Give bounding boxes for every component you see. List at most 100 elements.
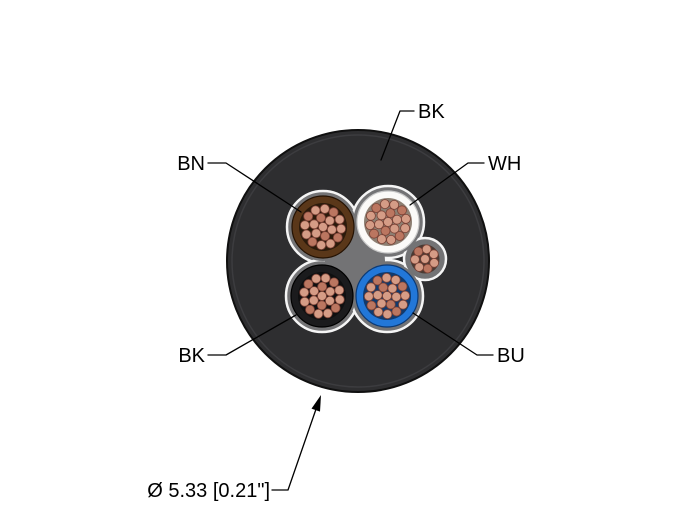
copper-strand <box>311 273 322 284</box>
copper-strand <box>376 210 387 221</box>
copper-strand <box>329 277 339 288</box>
copper-strand <box>307 236 318 247</box>
copper-strand <box>322 308 333 319</box>
leader-line-jacket <box>380 110 415 161</box>
label-black-bk: BK <box>178 345 205 367</box>
copper-strand <box>334 294 345 305</box>
label-jacket-bk: BK <box>418 101 445 123</box>
copper-strand <box>299 296 310 307</box>
leader-line-diameter <box>271 407 318 491</box>
copper-strand <box>387 283 398 294</box>
drain-wire <box>410 244 440 274</box>
copper-strand <box>414 262 425 272</box>
copper-strand <box>320 231 331 242</box>
copper-strand <box>363 291 374 302</box>
copper-strand <box>379 199 390 210</box>
copper-strand <box>372 275 383 286</box>
copper-strand <box>310 205 321 216</box>
copper-strand <box>389 199 400 210</box>
copper-strand <box>428 249 439 260</box>
copper-strand <box>308 295 319 306</box>
copper-strand <box>400 223 411 234</box>
copper-strand <box>385 208 396 219</box>
leader-line-brown <box>207 162 302 213</box>
label-blue-bu: BU <box>497 345 525 367</box>
copper-strand <box>316 300 327 311</box>
copper-strand <box>317 291 327 301</box>
copper-strand <box>380 225 391 236</box>
copper-strand <box>313 308 324 319</box>
strands-blue <box>363 272 411 320</box>
copper-strand <box>383 217 393 227</box>
copper-strand <box>372 290 383 301</box>
strands-drain <box>410 244 440 274</box>
copper-strand <box>299 220 310 231</box>
copper-strand <box>373 307 384 317</box>
copper-strand <box>369 228 379 239</box>
conductor-brown <box>291 195 355 259</box>
copper-strand <box>394 231 405 241</box>
copper-strand <box>366 282 376 293</box>
strands-white <box>365 199 411 245</box>
copper-strand <box>324 215 335 226</box>
copper-strand <box>392 214 402 225</box>
copper-strand <box>320 273 331 284</box>
conductor-white <box>356 190 420 254</box>
copper-strand <box>316 240 327 251</box>
copper-strand <box>365 210 376 221</box>
copper-strand <box>325 238 336 249</box>
copper-strand <box>315 212 326 223</box>
copper-strand <box>365 220 376 231</box>
copper-strand <box>376 298 387 309</box>
copper-strand <box>398 299 408 310</box>
copper-strand <box>376 234 387 245</box>
leader-line-white <box>409 162 485 206</box>
copper-strand <box>325 286 336 297</box>
copper-strand <box>389 223 400 234</box>
copper-strand <box>303 279 314 289</box>
copper-strand <box>397 281 408 292</box>
copper-strand <box>391 291 402 302</box>
copper-strand <box>420 254 430 264</box>
copper-strand <box>391 306 402 317</box>
leader-line-black <box>207 314 297 356</box>
label-white-wh: WH <box>488 153 521 175</box>
copper-strand <box>319 203 330 214</box>
copper-strand <box>334 214 345 225</box>
copper-strand <box>366 300 377 311</box>
copper-strand <box>386 234 397 245</box>
strands-black <box>299 273 345 319</box>
copper-strand <box>332 232 343 243</box>
copper-strand <box>400 290 411 301</box>
copper-strand <box>305 304 315 315</box>
copper-strand <box>299 287 310 298</box>
copper-strand <box>421 244 432 255</box>
copper-strand <box>400 213 411 224</box>
copper-strand <box>328 207 339 218</box>
copper-strand <box>336 223 347 234</box>
strands-brown <box>299 203 347 251</box>
copper-strand <box>397 205 407 216</box>
copper-strand <box>309 286 320 297</box>
copper-strand <box>390 275 401 285</box>
copper-strand <box>303 211 314 222</box>
copper-strand <box>301 229 312 240</box>
copper-strand <box>374 219 384 230</box>
copper-strand <box>382 309 393 320</box>
label-brown-bn: BN <box>177 153 205 175</box>
conductor-black <box>290 264 354 328</box>
copper-strand <box>422 263 433 274</box>
copper-strand <box>318 222 328 232</box>
copper-strand <box>330 303 341 313</box>
copper-strand <box>381 272 392 283</box>
copper-strand <box>410 254 420 265</box>
copper-strand <box>413 246 424 257</box>
diameter-arrowhead <box>311 395 321 412</box>
conductor-blue <box>355 264 419 328</box>
label-outer-diameter: Ø 5.33 [0.21"] <box>147 480 270 502</box>
copper-strand <box>371 203 382 213</box>
leader-line-blue <box>412 312 494 356</box>
cable-jacket-sheen <box>231 134 485 388</box>
